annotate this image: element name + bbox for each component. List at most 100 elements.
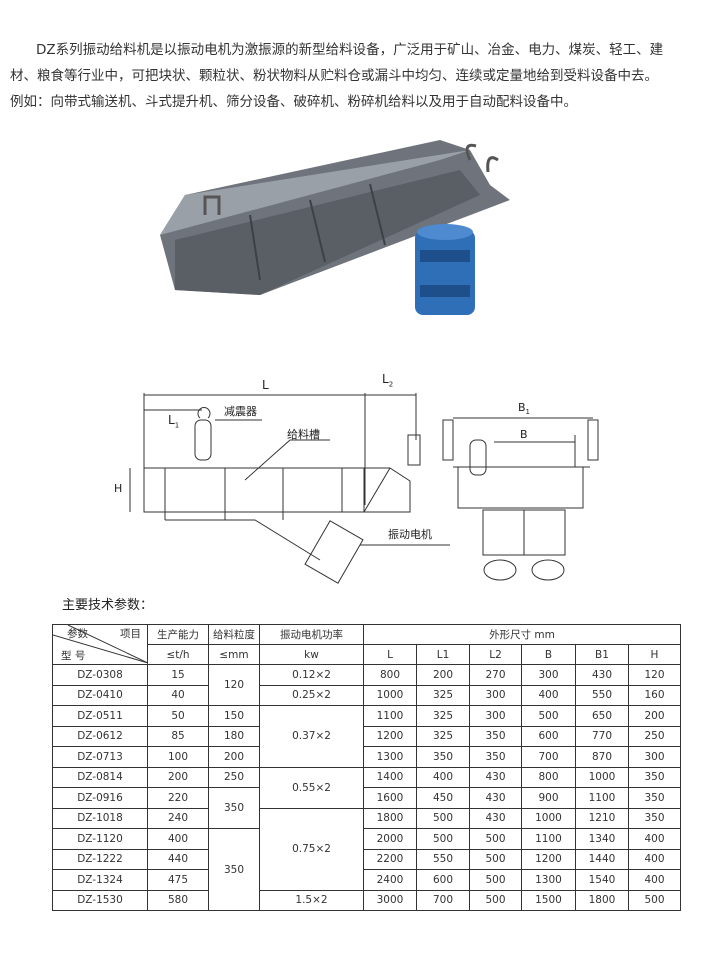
header-dim: B xyxy=(521,644,576,665)
dim-L-label: L xyxy=(262,378,269,392)
header-dim: L xyxy=(363,644,417,665)
dim-cell: 400 xyxy=(521,684,576,706)
dim-cell: 870 xyxy=(575,746,629,768)
dim-B1-sub: 1 xyxy=(525,408,531,417)
dim-cell: 600 xyxy=(416,869,470,891)
dim-cell: 3000 xyxy=(363,889,417,911)
size-cell: 250 xyxy=(208,766,260,788)
dim-cell: 160 xyxy=(628,684,681,706)
side-view xyxy=(129,393,450,584)
capacity-cell: 220 xyxy=(147,787,209,809)
size-cell: 350 xyxy=(208,828,260,911)
header-dim: L2 xyxy=(469,644,522,665)
dim-cell: 2000 xyxy=(363,828,417,850)
capacity-cell: 50 xyxy=(147,705,209,727)
capacity-cell: 400 xyxy=(147,828,209,850)
capacity-cell: 15 xyxy=(147,664,209,686)
dim-cell: 550 xyxy=(575,684,629,706)
intro-line: 材、粮食等行业中，可把块状、颗粒状、粉状物料从贮料仓或漏斗中均匀、连续或定量地给… xyxy=(10,68,658,84)
dim-cell: 325 xyxy=(416,705,470,727)
dim-cell: 500 xyxy=(521,705,576,727)
dim-cell: 1000 xyxy=(521,807,576,829)
dim-cell: 900 xyxy=(521,787,576,809)
dim-cell: 350 xyxy=(628,807,681,829)
dim-L1-text: L xyxy=(168,413,175,427)
dim-cell: 430 xyxy=(469,807,522,829)
power-cell: 0.12×2 xyxy=(259,664,364,686)
dim-L1-label: L1 xyxy=(168,413,179,429)
dim-H-label: H xyxy=(114,482,123,495)
header-dim: B1 xyxy=(575,644,629,665)
technical-drawing xyxy=(129,393,599,584)
dim-cell: 300 xyxy=(469,705,522,727)
dim-cell: 1300 xyxy=(363,746,417,768)
dim-cell: 400 xyxy=(416,766,470,788)
product-photo xyxy=(160,140,510,315)
dim-cell: 350 xyxy=(628,787,681,809)
dim-B1-text: B xyxy=(518,401,526,414)
dim-cell: 430 xyxy=(469,766,522,788)
dim-cell: 1340 xyxy=(575,828,629,850)
header-dim: L1 xyxy=(416,644,470,665)
dim-cell: 770 xyxy=(575,725,629,747)
dim-cell: 430 xyxy=(575,664,629,686)
header-size-unit: ≤mm xyxy=(208,644,260,665)
dim-cell: 1800 xyxy=(575,889,629,911)
model-cell: DZ-1018 xyxy=(52,807,148,829)
dim-cell: 800 xyxy=(521,766,576,788)
size-cell: 350 xyxy=(208,787,260,829)
dim-cell: 1200 xyxy=(363,725,417,747)
dim-cell: 700 xyxy=(416,889,470,911)
dim-cell: 1100 xyxy=(575,787,629,809)
corner-item: 项目 xyxy=(120,628,141,640)
dim-cell: 300 xyxy=(628,746,681,768)
power-cell: 0.75×2 xyxy=(259,807,364,891)
dim-cell: 400 xyxy=(628,828,681,850)
header-power: 振动电机功率 xyxy=(259,624,364,645)
dim-cell: 500 xyxy=(416,828,470,850)
dim-cell: 250 xyxy=(628,725,681,747)
model-cell: DZ-1530 xyxy=(52,889,148,911)
dim-cell: 1400 xyxy=(363,766,417,788)
dim-B-label: B xyxy=(520,428,528,441)
dim-cell: 2400 xyxy=(363,869,417,891)
capacity-cell: 475 xyxy=(147,869,209,891)
dim-cell: 1600 xyxy=(363,787,417,809)
dim-cell: 350 xyxy=(628,766,681,788)
dim-cell: 500 xyxy=(469,848,522,870)
capacity-cell: 580 xyxy=(147,889,209,911)
capacity-cell: 85 xyxy=(147,725,209,747)
model-cell: DZ-0410 xyxy=(52,684,148,706)
intro-line: 例如：向带式输送机、斗式提升机、筛分设备、破碎机、粉碎机给料以及用于自动配料设备… xyxy=(10,94,577,110)
model-cell: DZ-0814 xyxy=(52,766,148,788)
dim-B1-label: B1 xyxy=(518,401,530,416)
trough-label: 给料槽 xyxy=(287,428,320,441)
damper-label: 减震器 xyxy=(224,405,257,418)
end-view xyxy=(442,417,599,581)
dim-cell: 1200 xyxy=(521,848,576,870)
corner-header: 参数 项目 型 号 xyxy=(52,624,148,665)
dim-cell: 450 xyxy=(416,787,470,809)
dim-cell: 350 xyxy=(469,746,522,768)
capacity-cell: 200 xyxy=(147,766,209,788)
size-cell: 120 xyxy=(208,664,260,706)
dim-cell: 350 xyxy=(469,725,522,747)
dim-L1-sub: 1 xyxy=(174,421,180,430)
feeder-trough xyxy=(160,140,510,295)
corner-param: 参数 xyxy=(67,628,88,640)
dim-cell: 600 xyxy=(521,725,576,747)
intro-paragraph: DZ系列振动给料机是以振动电机为激振源的新型给料设备，广泛用于矿山、冶金、电力、… xyxy=(10,37,710,115)
dim-cell: 1000 xyxy=(575,766,629,788)
section-heading: 主要技术参数： xyxy=(62,598,154,613)
model-cell: DZ-0612 xyxy=(52,725,148,747)
dim-L2-sub: 2 xyxy=(388,380,394,389)
spec-table: 参数 项目 型 号 生产能力 给料粒度 振动电机功率 外形尺寸 mm ≤t/h … xyxy=(52,624,681,911)
motor-label: 振动电机 xyxy=(388,528,432,541)
